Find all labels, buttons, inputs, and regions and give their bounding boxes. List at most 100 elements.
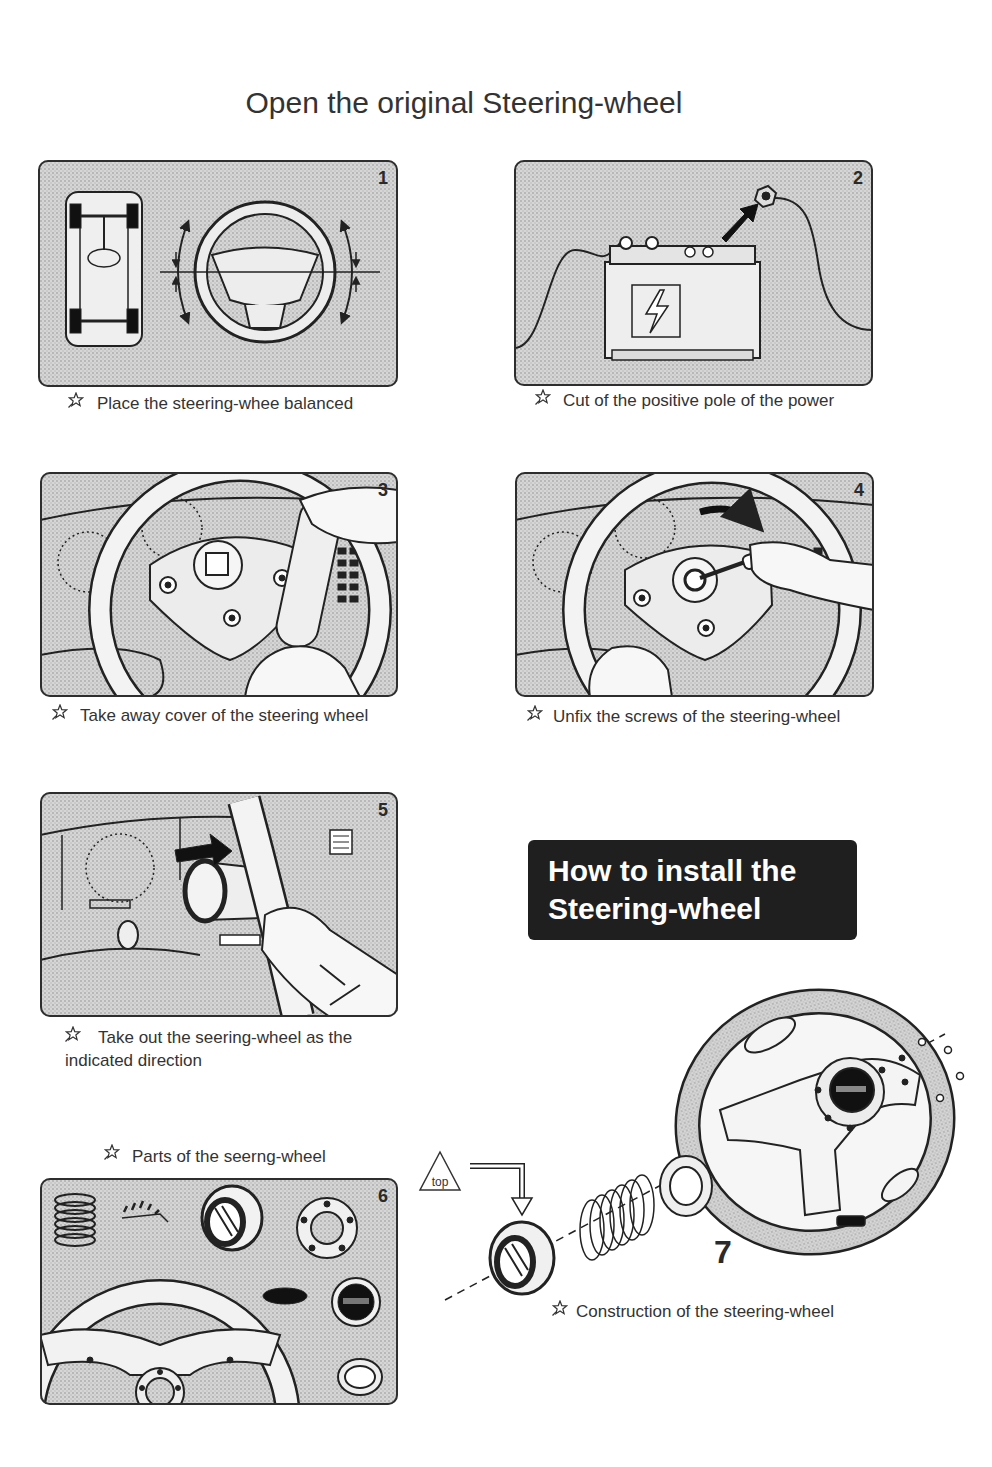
step-number: 4 [854,480,864,501]
caption-star [53,705,67,720]
dashboard-figure [229,615,235,621]
assembly-figure [945,1047,952,1054]
parts-figure [263,1288,307,1304]
car-chassis-figure [80,320,128,323]
steering-wheel-figure [245,305,285,328]
step-number: 6 [378,1186,388,1207]
step-caption: Place the steering-whee balanced [97,392,353,415]
parts-figure [202,1186,262,1250]
triangle-outline [420,1152,460,1190]
assembly-figure [670,1167,702,1205]
unscrew-figure [589,646,672,697]
step-caption: Unfix the screws of the steering-wheel [553,705,840,728]
car-chassis-figure [70,309,81,333]
assembly-figure [660,973,969,1271]
unscrew-figure [634,590,650,606]
step-panel: 6Parts of the seerng-wheel [40,1178,398,1405]
car-chassis-figure [79,216,81,321]
dashboard-figure [150,537,300,660]
battery-figure [722,204,758,242]
steering-wheel-figure [212,248,318,307]
remove-wheel-figure [90,900,130,908]
parts-figure [87,1357,93,1363]
car-chassis-figure [103,216,105,250]
dashboard-figure [338,584,346,590]
remove-wheel-figure [330,830,352,854]
step-panel: 4Unfix the screws of the steering-wheel [515,472,874,697]
dashboard-figure [338,572,346,578]
dashboard-figure [194,541,242,589]
remove-wheel-figure [40,949,200,960]
assembly-figure [470,1166,522,1200]
assembly-figure [919,1039,926,1046]
parts-figure [140,1386,145,1391]
remove-wheel-figure [220,935,260,945]
caption-star [536,390,550,405]
battery-figure [685,247,695,257]
dashboard-figure [350,560,358,566]
panel-ground [514,160,873,386]
steering-wheel-figure [175,252,177,266]
step-panel: 5Take out the seering-wheel as the indic… [40,792,398,1017]
panel-ground [38,160,398,387]
step-panel: 3Take away cover of the steering wheel [40,472,398,697]
caption-star [105,1145,119,1160]
parts-figure [309,1245,315,1251]
assembly-figure [497,1238,533,1286]
step-number: 1 [378,168,388,189]
parts-figure [332,1278,380,1326]
dashboard-figure [165,582,171,588]
step-caption: Cut of the positive pole of the power [563,389,834,412]
step-number: 5 [378,800,388,821]
remove-wheel-figure [333,836,349,837]
remove-wheel-figure [118,921,138,949]
assembly-figure [816,1058,884,1126]
assembly-figure [740,1011,800,1060]
parts-figure [301,1217,307,1223]
assembly-figure [877,1163,924,1207]
parts-figure [40,1186,382,1405]
parts-figure [311,1212,343,1244]
assembly-figure [837,1216,865,1226]
battery-figure [610,246,755,264]
dashboard-figure [350,596,358,602]
remove-wheel-figure [175,834,232,866]
battery-figure [646,237,658,249]
steering-wheel-figure [160,202,380,342]
steering-wheel-figure [160,271,380,273]
remove-wheel-figure [333,848,349,849]
dashboard-figure [350,584,358,590]
parts-figure [55,1234,95,1246]
figure-caption: Construction of the steering-wheel [576,1300,834,1323]
unscrew-figure [639,595,645,601]
step-number: 3 [378,480,388,501]
remove-wheel-figure [333,842,349,843]
top-label: top [432,1176,449,1189]
battery-figure [646,290,668,333]
battery-figure [775,198,873,330]
parts-figure [176,1386,181,1391]
car-chassis-figure [127,216,129,321]
remove-wheel-figure [40,817,262,835]
unscrew-figure [698,620,714,636]
remove-wheel-figure [185,861,225,921]
battery-figure [514,186,873,360]
parts-figure [297,1198,357,1258]
assembly-figure [825,1115,831,1121]
caption-star [66,1027,80,1042]
parts-figure [40,1292,288,1405]
dashboard-figure [279,575,285,581]
dashboard-figure [160,577,176,593]
unscrew-figure [515,472,874,697]
parts-figure [136,1368,184,1405]
car-chassis-figure [66,192,142,346]
remove-wheel-figure [62,818,180,910]
car-chassis-figure [70,204,81,228]
parts-figure [207,1200,243,1244]
battery-figure [755,186,776,207]
steering-wheel-figure [342,222,352,322]
car-chassis-figure [127,204,138,228]
top-marker: top [418,1150,462,1192]
